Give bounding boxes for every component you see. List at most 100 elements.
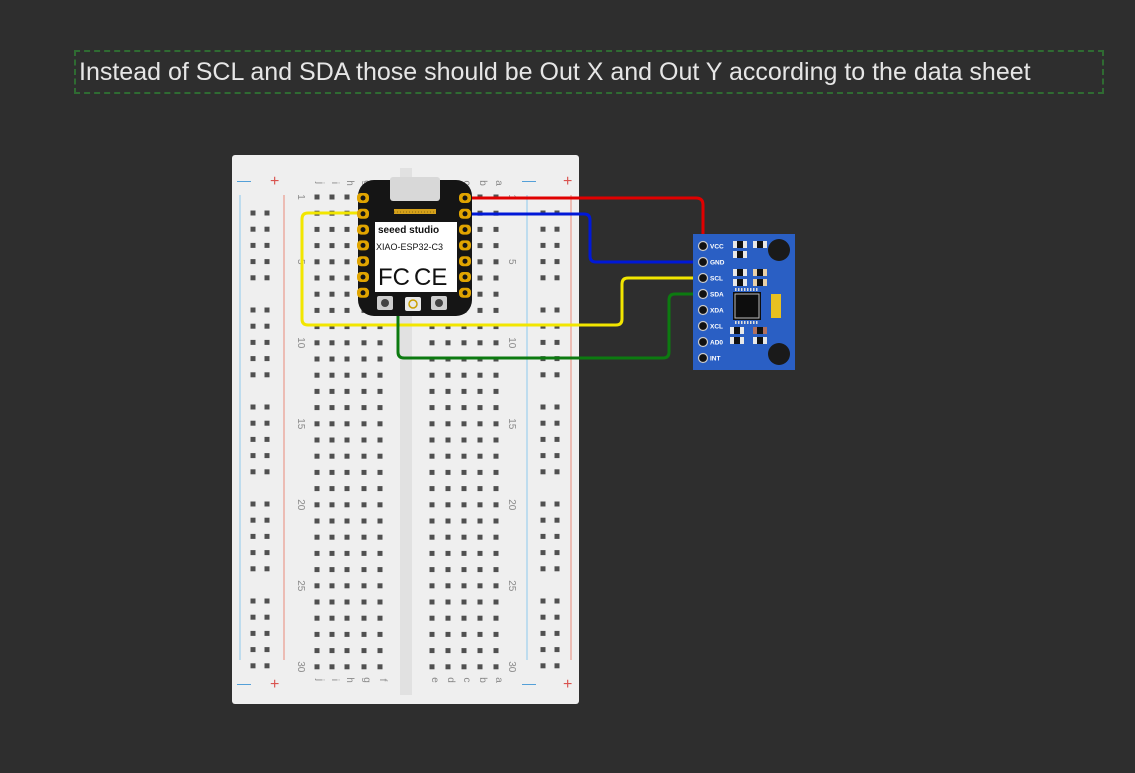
hole[interactable]	[493, 518, 499, 524]
rail-hole[interactable]	[264, 323, 270, 329]
rail-hole[interactable]	[554, 533, 560, 539]
rail-hole[interactable]	[250, 436, 256, 442]
hole[interactable]	[329, 583, 335, 589]
hole[interactable]	[329, 226, 335, 232]
rail-hole[interactable]	[540, 259, 546, 265]
rail-hole[interactable]	[554, 339, 560, 345]
hole[interactable]	[344, 437, 350, 443]
rail-hole[interactable]	[540, 339, 546, 345]
hole[interactable]	[461, 502, 467, 508]
hole[interactable]	[493, 324, 499, 330]
hole[interactable]	[344, 275, 350, 281]
rail-hole[interactable]	[264, 339, 270, 345]
hole[interactable]	[477, 518, 483, 524]
hole[interactable]	[361, 453, 367, 459]
hole[interactable]	[314, 243, 320, 249]
rail-hole[interactable]	[250, 259, 256, 265]
hole[interactable]	[493, 421, 499, 427]
rail-hole[interactable]	[250, 663, 256, 669]
hole[interactable]	[461, 437, 467, 443]
xiao-esp32-c3-module[interactable]: seeed studio XIAO-ESP32-C3 FC CE	[357, 177, 472, 316]
hole[interactable]	[344, 226, 350, 232]
hole[interactable]	[445, 502, 451, 508]
hole[interactable]	[361, 437, 367, 443]
sensor-pin-int[interactable]	[697, 352, 709, 364]
hole[interactable]	[329, 437, 335, 443]
hole[interactable]	[329, 259, 335, 265]
rail-hole[interactable]	[264, 663, 270, 669]
hole[interactable]	[361, 550, 367, 556]
hole[interactable]	[361, 631, 367, 637]
hole[interactable]	[461, 615, 467, 621]
hole[interactable]	[329, 534, 335, 540]
hole[interactable]	[493, 567, 499, 573]
hole[interactable]	[477, 534, 483, 540]
hole[interactable]	[477, 243, 483, 249]
hole[interactable]	[377, 453, 383, 459]
rail-hole[interactable]	[554, 242, 560, 248]
rail-hole[interactable]	[250, 210, 256, 216]
hole[interactable]	[361, 518, 367, 524]
hole[interactable]	[461, 486, 467, 492]
hole[interactable]	[477, 307, 483, 313]
hole[interactable]	[377, 567, 383, 573]
hole[interactable]	[445, 583, 451, 589]
hole[interactable]	[461, 534, 467, 540]
hole[interactable]	[429, 583, 435, 589]
rail-hole[interactable]	[250, 469, 256, 475]
hole[interactable]	[429, 437, 435, 443]
hole[interactable]	[461, 372, 467, 378]
hole[interactable]	[377, 324, 383, 330]
hole[interactable]	[329, 631, 335, 637]
rail-hole[interactable]	[540, 566, 546, 572]
rail-hole[interactable]	[540, 469, 546, 475]
hole[interactable]	[477, 226, 483, 232]
hole[interactable]	[477, 631, 483, 637]
hole[interactable]	[377, 631, 383, 637]
hole[interactable]	[361, 583, 367, 589]
hole[interactable]	[314, 405, 320, 411]
hole[interactable]	[329, 275, 335, 281]
hole[interactable]	[429, 388, 435, 394]
hole[interactable]	[445, 421, 451, 427]
rail-hole[interactable]	[250, 275, 256, 281]
hole[interactable]	[344, 469, 350, 475]
hole[interactable]	[377, 372, 383, 378]
sensor-pin-xcl[interactable]	[697, 320, 709, 332]
hole[interactable]	[429, 486, 435, 492]
hole[interactable]	[377, 502, 383, 508]
hole[interactable]	[361, 356, 367, 362]
hole[interactable]	[314, 275, 320, 281]
hole[interactable]	[377, 405, 383, 411]
rail-hole[interactable]	[264, 647, 270, 653]
hole[interactable]	[445, 631, 451, 637]
rail-hole[interactable]	[264, 356, 270, 362]
hole[interactable]	[477, 615, 483, 621]
rail-hole[interactable]	[554, 630, 560, 636]
hole[interactable]	[477, 372, 483, 378]
hole[interactable]	[344, 453, 350, 459]
rail-hole[interactable]	[250, 323, 256, 329]
rail-hole[interactable]	[250, 339, 256, 345]
hole[interactable]	[493, 615, 499, 621]
rail-hole[interactable]	[250, 501, 256, 507]
hole[interactable]	[314, 437, 320, 443]
hole[interactable]	[329, 502, 335, 508]
rail-hole[interactable]	[264, 420, 270, 426]
hole[interactable]	[493, 583, 499, 589]
hole[interactable]	[314, 615, 320, 621]
rail-hole[interactable]	[554, 372, 560, 378]
hole[interactable]	[493, 648, 499, 654]
annotation-note[interactable]: Instead of SCL and SDA those should be O…	[74, 50, 1104, 94]
rail-hole[interactable]	[264, 533, 270, 539]
hole[interactable]	[461, 518, 467, 524]
hole[interactable]	[361, 340, 367, 346]
hole[interactable]	[377, 648, 383, 654]
hole[interactable]	[477, 340, 483, 346]
hole[interactable]	[361, 615, 367, 621]
hole[interactable]	[377, 518, 383, 524]
rail-hole[interactable]	[540, 275, 546, 281]
hole[interactable]	[329, 648, 335, 654]
hole[interactable]	[445, 567, 451, 573]
